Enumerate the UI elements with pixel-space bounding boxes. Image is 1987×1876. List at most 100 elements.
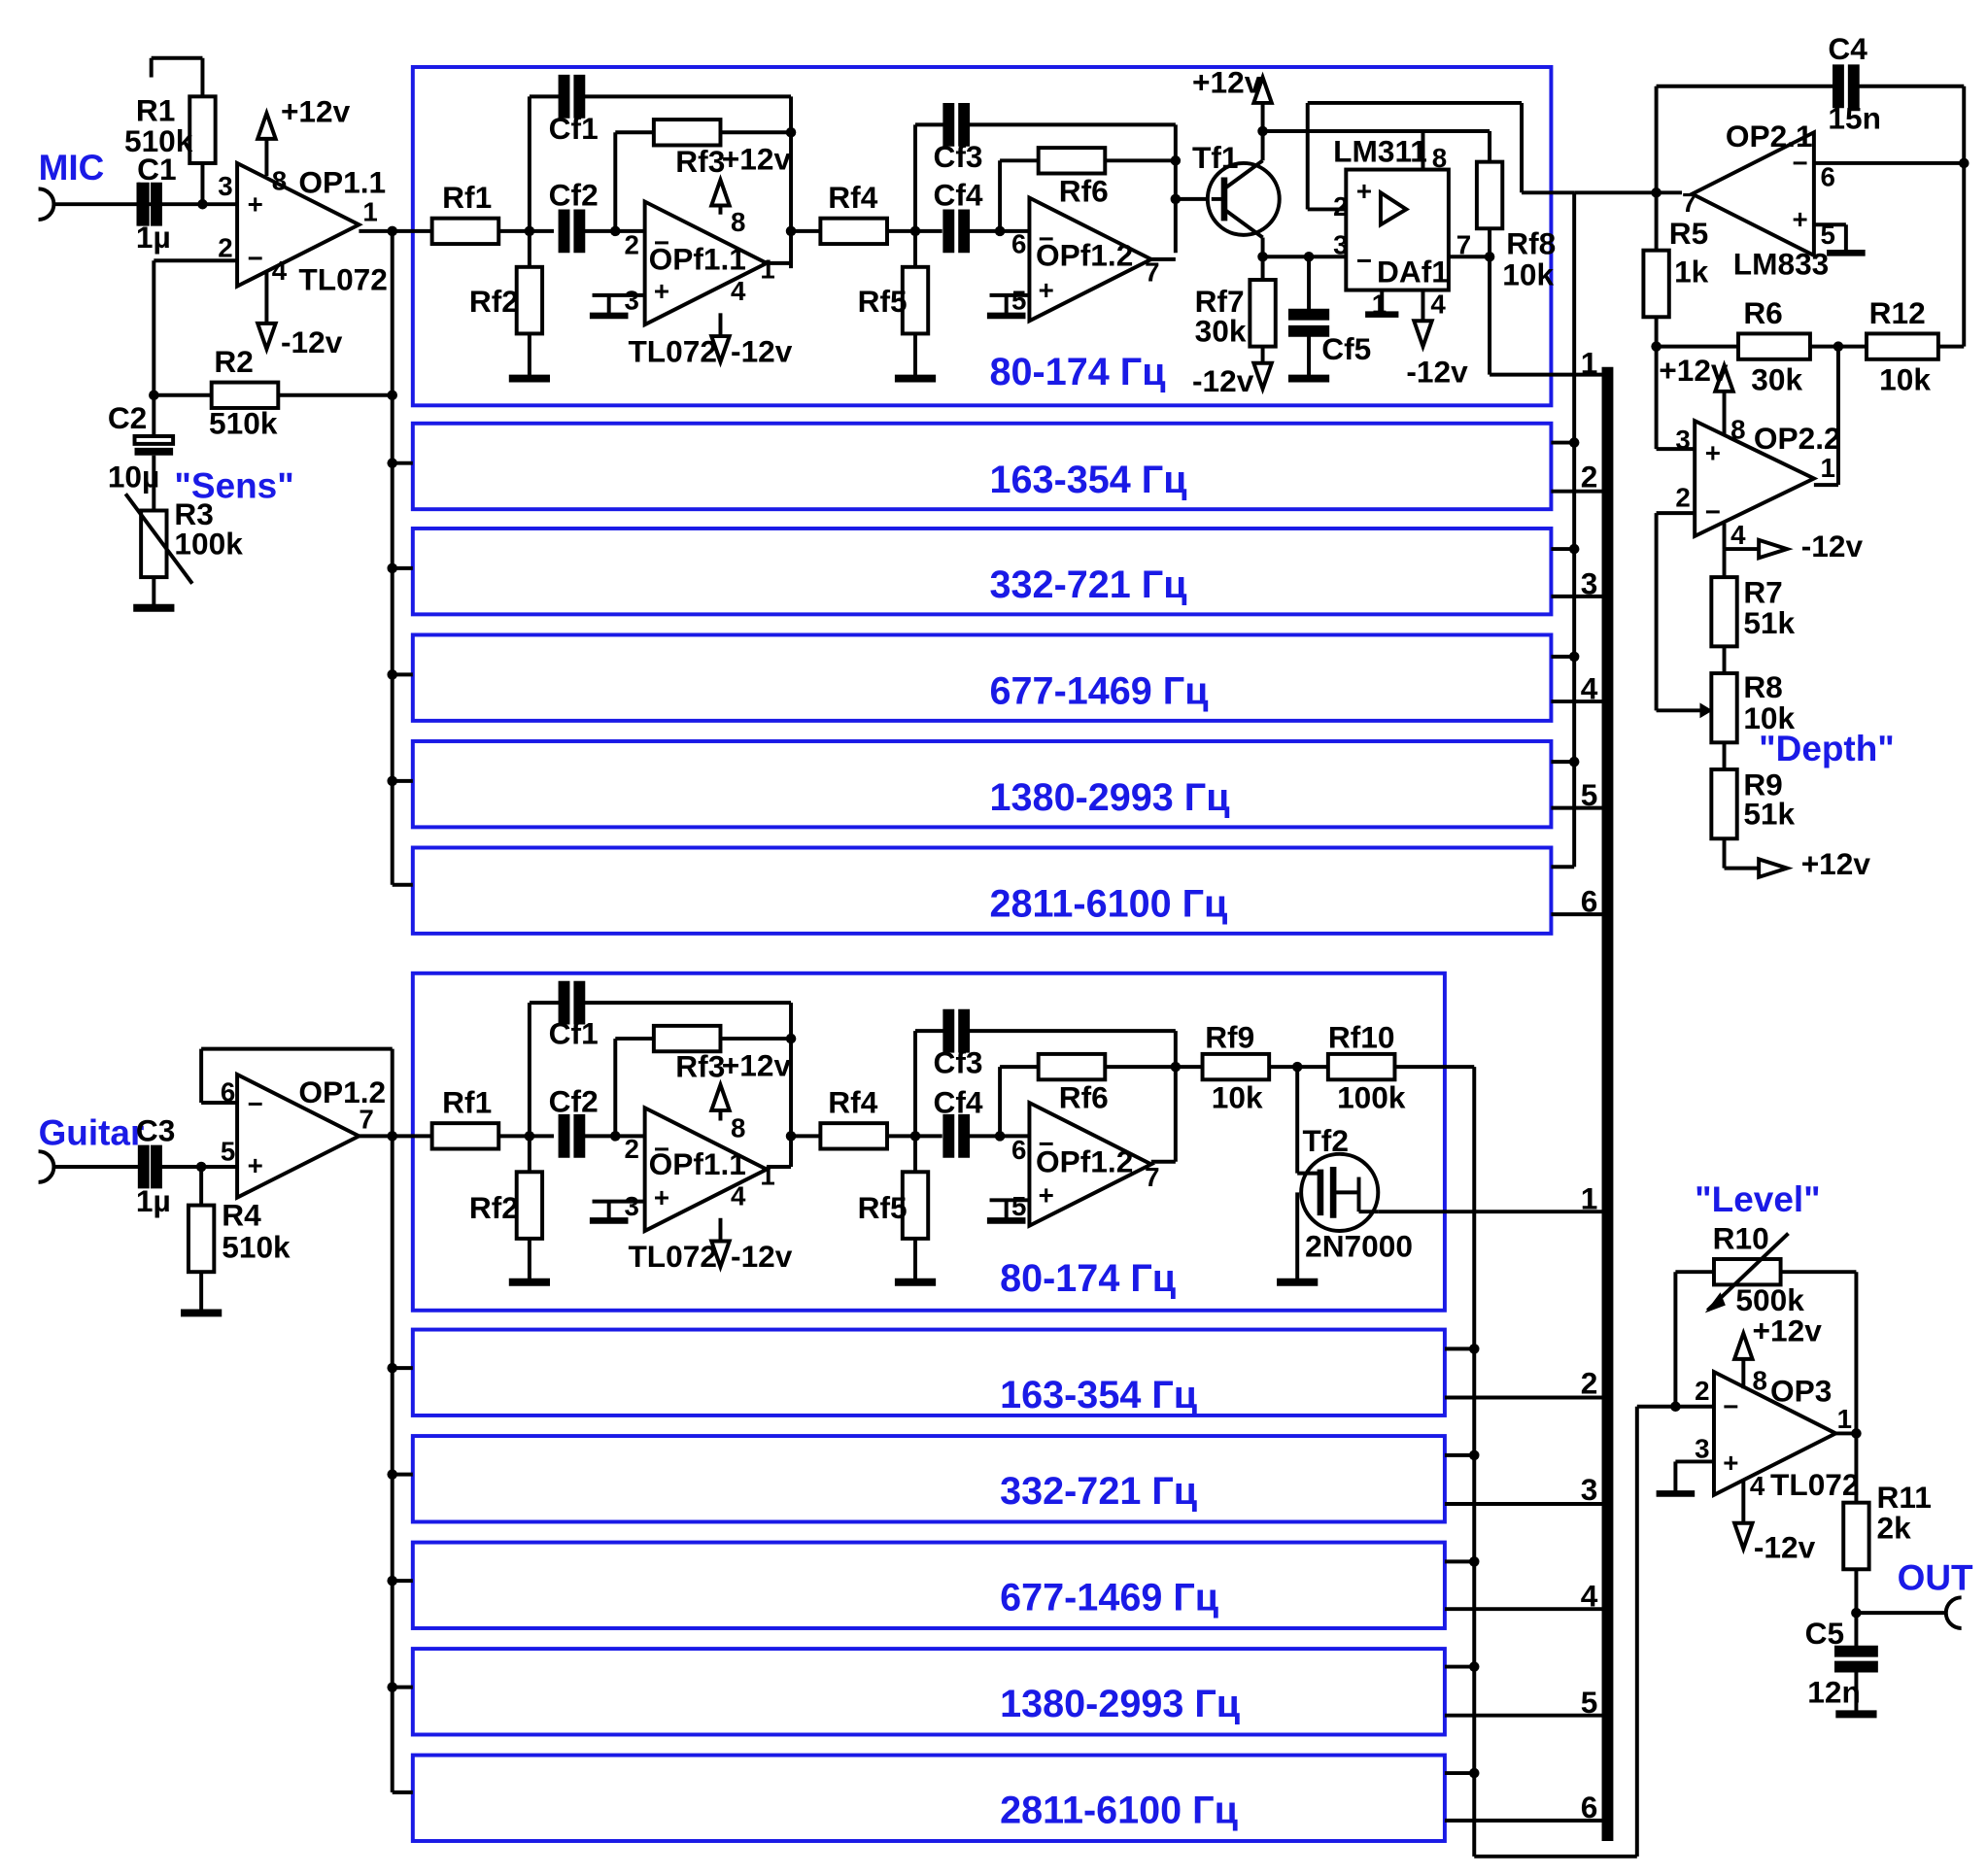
r12-val: 10k [1879, 361, 1931, 396]
guitar-band-4-box [410, 1540, 1447, 1630]
opf11-negrail: -12v [731, 333, 793, 368]
op22-negrail: -12v [1801, 529, 1864, 563]
svg-text:2: 2 [1695, 1376, 1709, 1406]
bus-guitar-4: 4 [1581, 1579, 1598, 1614]
guitar-port-label: Guitar [39, 1113, 145, 1153]
svg-text:8: 8 [1753, 1366, 1767, 1396]
r12-ref: R12 [1869, 295, 1926, 330]
svg-text:−: − [654, 227, 669, 257]
svg-text:4: 4 [1430, 289, 1446, 319]
r8-val: 10k [1743, 700, 1795, 735]
r5-ref: R5 [1669, 216, 1708, 251]
mic-band-5-box [410, 739, 1554, 830]
svg-text:3: 3 [1695, 1433, 1709, 1463]
c3-ref: C3 [136, 1113, 175, 1148]
sens-label: "Sens" [174, 465, 293, 505]
svg-text:1: 1 [362, 196, 377, 226]
svg-text:−: − [248, 1089, 263, 1119]
tf1-plusrail: +12v [1192, 64, 1262, 99]
op11-minus: − [248, 243, 263, 273]
bus-guitar-3: 3 [1581, 1472, 1598, 1507]
op22-ref: OP2.2 [1754, 421, 1841, 456]
op3-negrail: -12v [1754, 1529, 1816, 1564]
svg-text:3: 3 [625, 1191, 639, 1221]
rf1-ref: Rf1 [442, 180, 492, 215]
g-rf1-ref: Rf1 [442, 1085, 492, 1120]
guitar-input-stage: − + [38, 1046, 432, 1317]
r7-ref: R7 [1743, 574, 1782, 609]
svg-text:4: 4 [731, 1181, 746, 1211]
tf2-type: 2N7000 [1305, 1228, 1413, 1263]
c4-ref: C4 [1828, 31, 1867, 66]
r4-val: 510k [222, 1230, 291, 1265]
rf7-ref: Rf7 [1195, 284, 1245, 319]
svg-text:5: 5 [1011, 285, 1026, 315]
mic-input-stage: + − 3 2 8 4 1 +12v -12v [38, 55, 393, 612]
op21-type: LM833 [1733, 247, 1830, 282]
opf12-ref: OPf1.2 [1036, 237, 1133, 272]
mic-band-2-label: 163-354 Гц [990, 459, 1187, 501]
guitar-band-2-box [410, 1327, 1447, 1417]
svg-text:3: 3 [625, 285, 639, 315]
c3-val: 1µ [136, 1183, 171, 1218]
g-opf11-negrail: -12v [731, 1239, 793, 1274]
daf1-ref: DAf1 [1377, 255, 1449, 290]
svg-text:3: 3 [1333, 230, 1348, 260]
r10-val: 500k [1735, 1282, 1804, 1317]
r11-val: 2k [1877, 1511, 1912, 1546]
mic-band-2-box [410, 421, 1554, 512]
guitar-band-1-box [410, 971, 1447, 1313]
svg-text:1: 1 [760, 255, 774, 285]
op3-ref: OP3 [1770, 1373, 1832, 1408]
svg-text:7: 7 [1456, 230, 1471, 260]
op3-posrail: +12v [1753, 1313, 1823, 1347]
c2-ref: C2 [108, 400, 147, 435]
c1-ref: C1 [137, 152, 176, 187]
svg-text:6: 6 [221, 1077, 235, 1108]
r8-ref: R8 [1743, 669, 1782, 704]
rf6-ref: Rf6 [1059, 174, 1109, 209]
cf4-ref: Cf4 [933, 177, 982, 212]
r1-val: 510k [124, 123, 193, 158]
bus-mic-3: 3 [1581, 565, 1598, 600]
r10-ref: R10 [1713, 1220, 1769, 1255]
g-rf2-ref: Rf2 [469, 1190, 519, 1225]
bus-guitar-2: 2 [1581, 1366, 1598, 1401]
r1-ref: R1 [136, 92, 175, 127]
mic-band-4-box [410, 632, 1554, 723]
op12-ref: OP1.2 [298, 1074, 386, 1109]
out-port-label: OUT [1898, 1557, 1973, 1597]
g-cf1-ref: Cf1 [549, 1015, 599, 1050]
r9-val: 51k [1743, 797, 1795, 832]
r2-ref: R2 [214, 344, 253, 379]
svg-text:2: 2 [1675, 483, 1690, 513]
mic-band-1-label: 80-174 Гц [990, 351, 1166, 393]
svg-text:2: 2 [1333, 191, 1348, 222]
g-cf4-ref: Cf4 [933, 1085, 982, 1120]
rf5-ref: Rf5 [858, 284, 908, 319]
svg-text:8: 8 [731, 1113, 745, 1143]
svg-text:1: 1 [1372, 289, 1387, 319]
svg-text:8: 8 [1432, 143, 1447, 173]
svg-text:4: 4 [272, 256, 288, 286]
guitar-band-2-label: 163-354 Гц [1000, 1374, 1197, 1416]
rf3-ref: Rf3 [675, 144, 725, 179]
c4-val: 15n [1828, 100, 1881, 135]
mic-band-6-box [410, 845, 1554, 936]
guitar-band-6-box [410, 1753, 1447, 1843]
c1-val: 1µ [136, 220, 171, 255]
svg-text:7: 7 [359, 1104, 373, 1134]
svg-text:7: 7 [1145, 256, 1159, 287]
svg-text:5: 5 [1820, 220, 1834, 250]
mic-band-3-label: 332-721 Гц [990, 563, 1187, 606]
svg-text:+: + [1039, 275, 1054, 305]
g-opf11-type: TL072 [628, 1239, 716, 1274]
svg-text:5: 5 [221, 1136, 235, 1166]
svg-text:1: 1 [1837, 1404, 1852, 1434]
level-label: "Level" [1695, 1179, 1820, 1219]
svg-text:2: 2 [625, 1134, 639, 1164]
op11-pos-rail: +12v [281, 94, 351, 129]
svg-text:3: 3 [1675, 425, 1690, 455]
svg-text:+: + [1792, 204, 1807, 234]
